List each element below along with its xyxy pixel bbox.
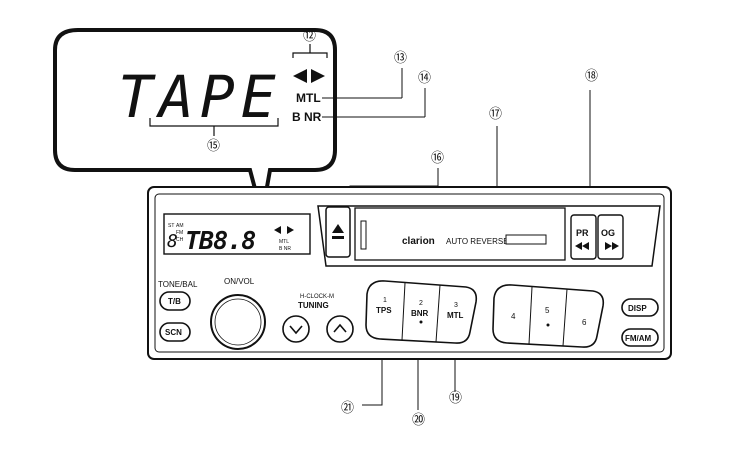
preset-5-button[interactable]: 5 [545, 306, 550, 315]
preset-group-4-6 [492, 284, 605, 348]
callout-16: ⑯ [431, 150, 444, 165]
reverse-right-arrow-icon [311, 69, 325, 83]
eject-button[interactable] [325, 206, 351, 258]
zoom-bnr-label: B NR [292, 110, 322, 124]
brand-logo-text: clarion [402, 236, 435, 247]
tb-label: T/B [168, 297, 181, 306]
pr-rewind-button[interactable]: PR [570, 214, 597, 260]
chevron-up-icon [333, 323, 347, 333]
scn-label: SCN [165, 328, 182, 337]
on-vol-label: ON/VOL [224, 277, 255, 286]
lcd-reverse-left-icon [274, 226, 281, 234]
preset-2-num: 2 [419, 300, 423, 307]
preset-2-label: BNR [411, 309, 429, 318]
scn-button[interactable]: SCN [159, 322, 191, 342]
preset-3-label: MTL [447, 311, 464, 320]
callout-14: ⑭ [418, 70, 431, 85]
display-zoom-callout: TAPE MTL B NR [53, 28, 426, 216]
callout-20: ⑳ [412, 412, 425, 427]
preset-group-1-3 [365, 280, 478, 344]
disp-label: DISP [628, 304, 647, 313]
lcd-fm-label: FM [176, 230, 183, 236]
volume-knob[interactable] [210, 294, 266, 350]
chevron-down-icon [289, 325, 303, 335]
preset-1-num: 1 [383, 297, 387, 304]
lcd-st-label: ST [168, 223, 174, 229]
tone-bal-label: TONE/BAL [158, 280, 198, 289]
zoom-mtl-label: MTL [296, 91, 321, 105]
lcd-mtl-label: MTL [279, 239, 289, 245]
lcd-channel-digit: 8 [167, 231, 178, 252]
callout-17: ⑰ [489, 106, 502, 121]
preset-2-bnr-button[interactable]: 2 BNR [411, 300, 429, 324]
eject-icon [332, 224, 344, 233]
callout-12: ⑫ [303, 28, 316, 43]
h-clock-m-label: H-CLOCK-M [300, 294, 334, 300]
fast-forward-icon [605, 242, 619, 250]
radio-panel: ST AM FM CH 8 TB8.8 MTL B NR clarion AUT… [147, 186, 672, 360]
preset-4-button[interactable]: 4 [511, 312, 516, 321]
preset-3-mtl-button[interactable]: 3 MTL [447, 302, 464, 320]
pr-label: PR [576, 228, 589, 238]
fm-am-label: FM/AM [625, 334, 652, 343]
callout-19: ⑲ [449, 390, 462, 405]
disp-button[interactable]: DISP [621, 298, 659, 317]
lcd-am-label: AM [176, 223, 184, 229]
preset-1-tps-button[interactable]: 1 TPS [376, 297, 392, 315]
lcd-bnr-label: B NR [279, 246, 291, 252]
preset-3-num: 3 [454, 302, 458, 309]
lcd-display [163, 213, 311, 255]
lcd-reverse-right-icon [287, 226, 294, 234]
callout-21: ㉑ [341, 400, 354, 415]
callout-15: ⑮ [207, 138, 220, 153]
og-fastforward-button[interactable]: OG [597, 214, 624, 260]
callout-13: ⑬ [394, 50, 407, 65]
fm-am-button[interactable]: FM/AM [621, 328, 659, 347]
tb-button[interactable]: T/B [159, 291, 191, 311]
preset-6-button[interactable]: 6 [582, 318, 587, 327]
preset-1-label: TPS [376, 306, 392, 315]
rewind-icon [575, 242, 589, 250]
tuning-up-button[interactable] [326, 315, 354, 343]
og-label: OG [601, 228, 615, 238]
zoom-mode-text: TAPE [118, 63, 282, 131]
tuning-down-button[interactable] [282, 315, 310, 343]
callout-18: ⑱ [585, 68, 598, 83]
reverse-left-arrow-icon [293, 69, 307, 83]
auto-reverse-label: AUTO REVERSE [446, 237, 509, 246]
lcd-ch-label: CH [176, 237, 184, 243]
tuning-label: TUNING [298, 301, 329, 310]
lcd-main-digits: TB8.8 [185, 226, 255, 255]
